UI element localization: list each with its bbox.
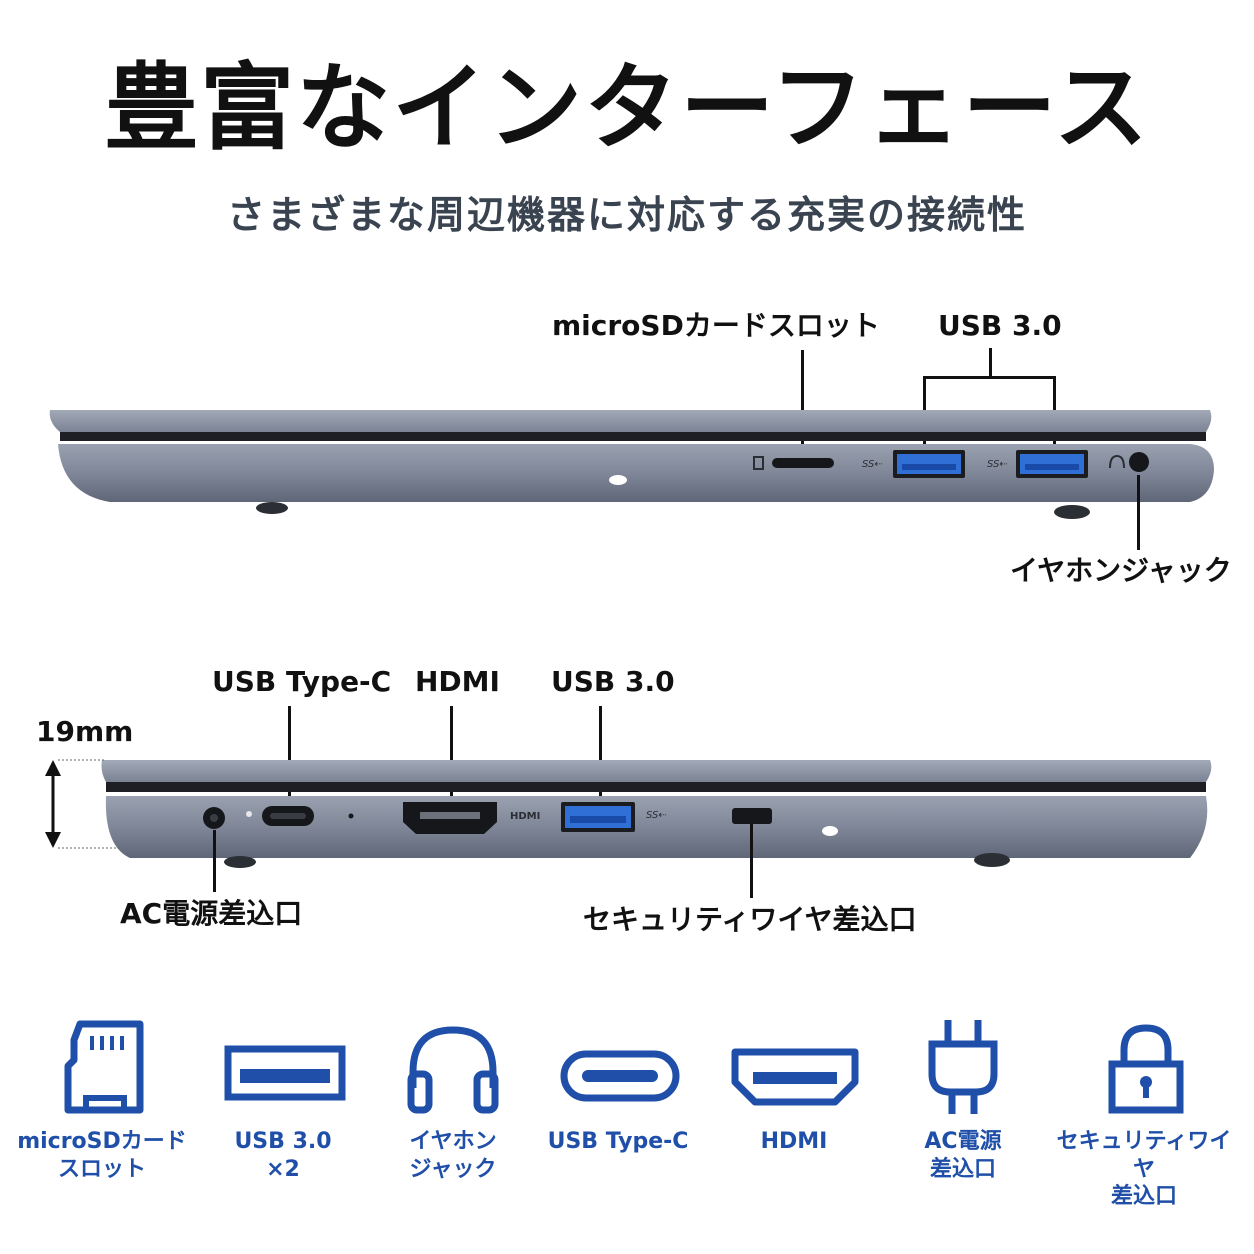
headphone-icon	[407, 1026, 499, 1114]
earphone-jack-label: イヤホンジャック	[1010, 554, 1232, 587]
svg-text:SS⇠: SS⇠	[862, 459, 883, 470]
ac-leader-line	[213, 830, 216, 892]
usb-c-icon	[560, 1050, 680, 1102]
thickness-label: 19mm	[36, 715, 134, 748]
ac-power-label: AC電源差込口	[120, 897, 303, 930]
hdmi-port-logo: HDMI	[510, 811, 540, 822]
icon-caption-typec: USB Type-C	[547, 1129, 689, 1154]
hdmi-icon	[731, 1048, 859, 1106]
icon-caption-earphone: イヤホン ジャック	[409, 1129, 497, 1182]
microsd-symbol-icon	[753, 456, 764, 470]
plug-icon	[928, 1020, 998, 1114]
hdmi-leader-line	[450, 706, 453, 802]
usb-typec-label: USB Type-C	[212, 665, 392, 698]
earphone-leader-line	[1137, 475, 1140, 550]
earphone-jack	[1129, 452, 1149, 472]
usb-bracket-stem	[989, 348, 992, 378]
page-title: 豊富なインターフェース	[104, 54, 1150, 163]
microsd-icon	[64, 1020, 144, 1114]
svg-text:SS⇠: SS⇠	[987, 459, 1008, 470]
usb-left-leader-line	[599, 706, 602, 802]
usb-icon	[224, 1045, 346, 1101]
usb30-label-right: USB 3.0	[938, 309, 1062, 342]
svg-text:SS⇠: SS⇠	[646, 810, 667, 821]
page-subtitle: さまざまな周辺機器に対応する充実の接続性	[226, 193, 1027, 237]
typec-leader-line	[288, 706, 291, 806]
lock-icon	[1108, 1024, 1184, 1114]
security-slot-label: セキュリティワイヤ差込口	[583, 903, 917, 936]
icon-caption-ac: AC電源 差込口	[924, 1129, 1002, 1182]
icon-caption-security: セキュリティワイヤ 差込口	[1056, 1129, 1232, 1209]
icon-caption-hdmi: HDMI	[760, 1129, 828, 1154]
security-slot	[732, 808, 772, 824]
usb-bracket-bar	[923, 376, 1056, 379]
microsd-slot-label: microSDカードスロット	[552, 309, 880, 342]
icon-caption-usb: USB 3.0 ×2	[234, 1129, 332, 1182]
hdmi-label: HDMI	[415, 665, 500, 698]
icon-caption-microsd: microSDカード スロット	[17, 1129, 187, 1182]
usb30-label-left: USB 3.0	[551, 665, 675, 698]
microsd-slot	[772, 458, 834, 468]
security-leader-line	[750, 824, 753, 898]
laptop-right-side-view: SS⇠ SS⇠	[49, 410, 1214, 519]
microsd-leader-line	[801, 350, 804, 460]
laptop-left-side-view: HDMI SS⇠	[45, 759, 1212, 868]
